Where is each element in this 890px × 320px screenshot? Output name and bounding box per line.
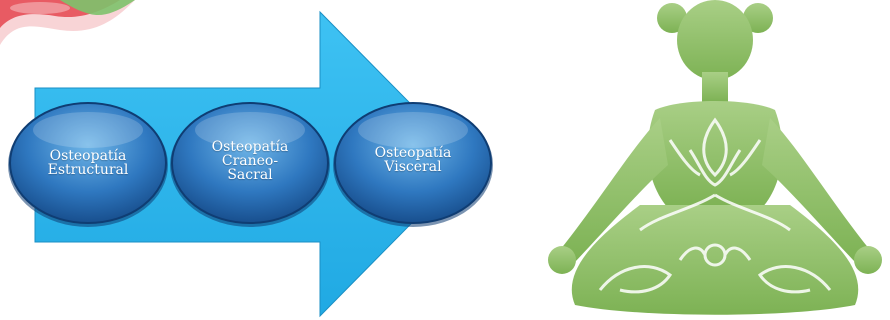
corner-decoration — [0, 0, 135, 45]
node-estructural — [8, 102, 168, 227]
node-craneo — [170, 102, 330, 227]
node-visceral — [333, 102, 493, 227]
node-label-estructural: Osteopatía Estructural — [47, 148, 129, 178]
node-label-craneo: Osteopatía Craneo- Sacral — [211, 139, 289, 183]
meditating-woman-icon — [548, 0, 882, 315]
node-label-visceral: Osteopatía Visceral — [374, 145, 452, 175]
